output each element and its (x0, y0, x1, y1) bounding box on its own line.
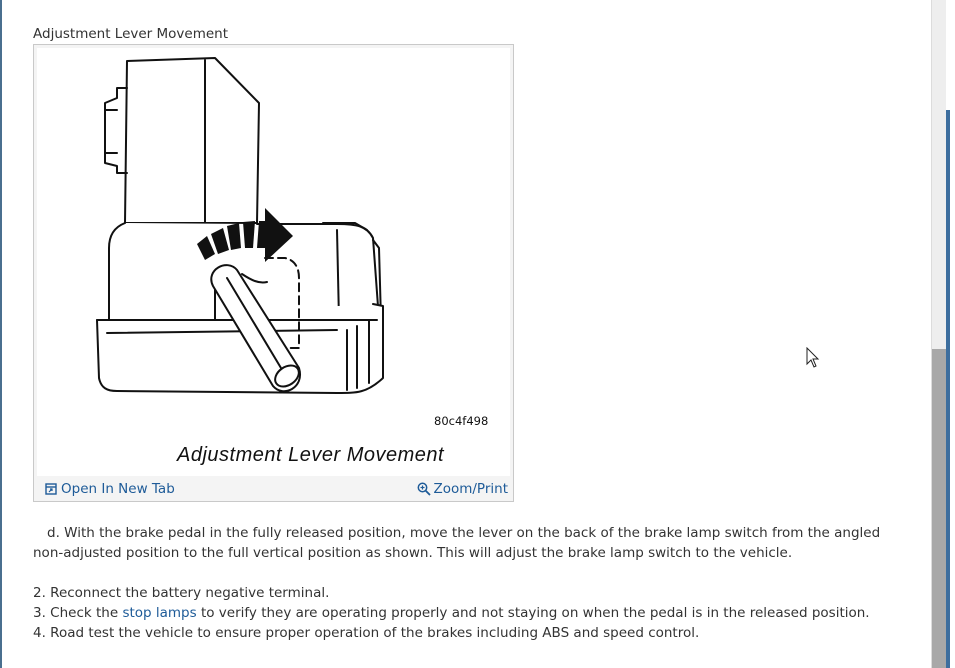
step-3-prefix: 3. Check the (33, 605, 123, 621)
vertical-scrollbar-thumb[interactable] (932, 349, 946, 668)
left-window-edge (0, 0, 2, 668)
figure-heading: Adjustment Lever Movement (33, 26, 229, 42)
zoom-print-label: Zoom/Print (433, 481, 508, 497)
step-3: 3. Check the stop lamps to verify they a… (33, 603, 870, 623)
step-2: 2. Reconnect the battery negative termin… (33, 585, 330, 601)
right-window-border (946, 110, 950, 668)
zoom-print-link[interactable]: Zoom/Print (417, 481, 508, 497)
mouse-pointer-icon (806, 347, 820, 368)
figure-caption: Adjustment Lever Movement (177, 444, 445, 466)
brake-switch-illustration (96, 57, 384, 394)
step-3-suffix: to verify they are operating properly an… (196, 605, 870, 621)
right-window-edge (946, 0, 955, 668)
new-tab-icon (45, 483, 57, 495)
step-d-content: d. With the brake pedal in the fully rel… (33, 525, 881, 561)
figure-code: 80c4f498 (434, 414, 489, 428)
open-in-new-tab-label: Open In New Tab (61, 481, 175, 497)
open-in-new-tab-link[interactable]: Open In New Tab (45, 481, 175, 497)
zoom-in-icon (418, 482, 432, 496)
stop-lamps-link[interactable]: stop lamps (122, 605, 197, 621)
step-d-text: d. With the brake pedal in the fully rel… (33, 523, 913, 563)
figure-container: 80c4f498 Adjustment Lever Movement Open … (33, 44, 514, 502)
step-4: 4. Road test the vehicle to ensure prope… (33, 625, 700, 641)
figure-image[interactable]: 80c4f498 Adjustment Lever Movement (37, 48, 510, 476)
figure-actions: Open In New Tab Zoom/Print (34, 477, 513, 501)
